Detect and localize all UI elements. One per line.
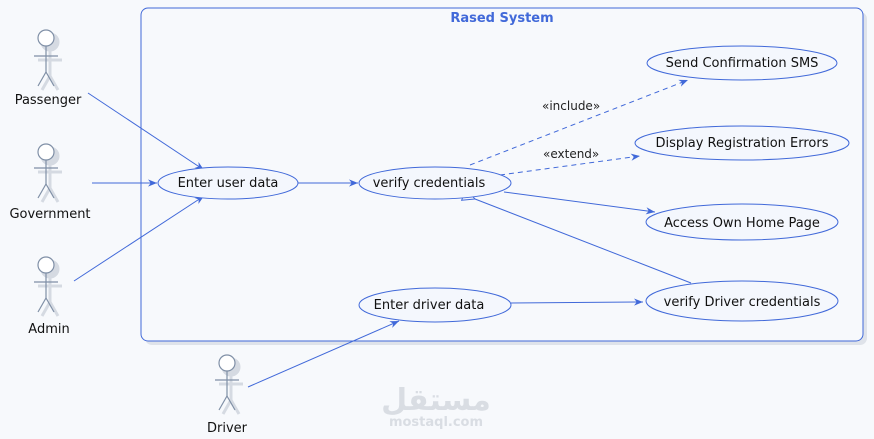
enter-driver-to-verify-driver: [510, 298, 644, 306]
generalization-connector: [475, 199, 692, 284]
use-case-verify-credentials: verify credentials: [358, 166, 512, 200]
extend-connector: [499, 153, 641, 176]
actor-government: Government: [9, 143, 91, 222]
extend-label: «extend»: [543, 147, 599, 161]
actor-label: Admin: [28, 322, 69, 337]
use-case-display-registration-errors: Display Registration Errors: [634, 125, 850, 161]
use-case-label: Enter driver data: [374, 298, 485, 313]
watermark-main: مستقل: [381, 383, 491, 418]
use-case-label: Enter user data: [178, 176, 279, 191]
admin-to-enter-user-data: [73, 195, 205, 282]
verify-to-access-home: [503, 191, 656, 215]
use-case-send-confirmation-sms: Send Confirmation SMS: [646, 45, 838, 81]
use-case-label: verify Driver credentials: [664, 295, 821, 310]
actor-driver: Driver: [207, 354, 248, 436]
use-case-label: Send Confirmation SMS: [666, 56, 819, 71]
driver-to-enter-driver-data: [247, 320, 400, 388]
use-case-enter-user-data: Enter user data: [157, 166, 299, 200]
watermark: مستقل mostaql.com: [381, 383, 491, 430]
use-case-verify-driver-credentials: verify Driver credentials: [645, 280, 839, 322]
use-case-label: Access Own Home Page: [664, 216, 820, 231]
actor-label: Government: [9, 207, 90, 222]
connectors: [73, 79, 692, 388]
use-case-label: Display Registration Errors: [655, 136, 828, 151]
use-case-enter-driver-data: Enter driver data: [358, 287, 512, 323]
actor-label: Driver: [207, 421, 248, 436]
watermark-sub: mostaql.com: [389, 415, 483, 430]
actor-passenger: Passenger: [15, 29, 82, 108]
include-connector: [469, 79, 689, 166]
passenger-to-enter-user-data: [87, 92, 205, 171]
include-label: «include»: [542, 99, 600, 113]
use-case-access-own-home-page: Access Own Home Page: [645, 203, 839, 241]
system-title: Rased System: [450, 11, 553, 26]
actor-admin: Admin: [28, 256, 70, 337]
actor-label: Passenger: [15, 93, 82, 108]
use-case-label: verify credentials: [373, 176, 486, 191]
